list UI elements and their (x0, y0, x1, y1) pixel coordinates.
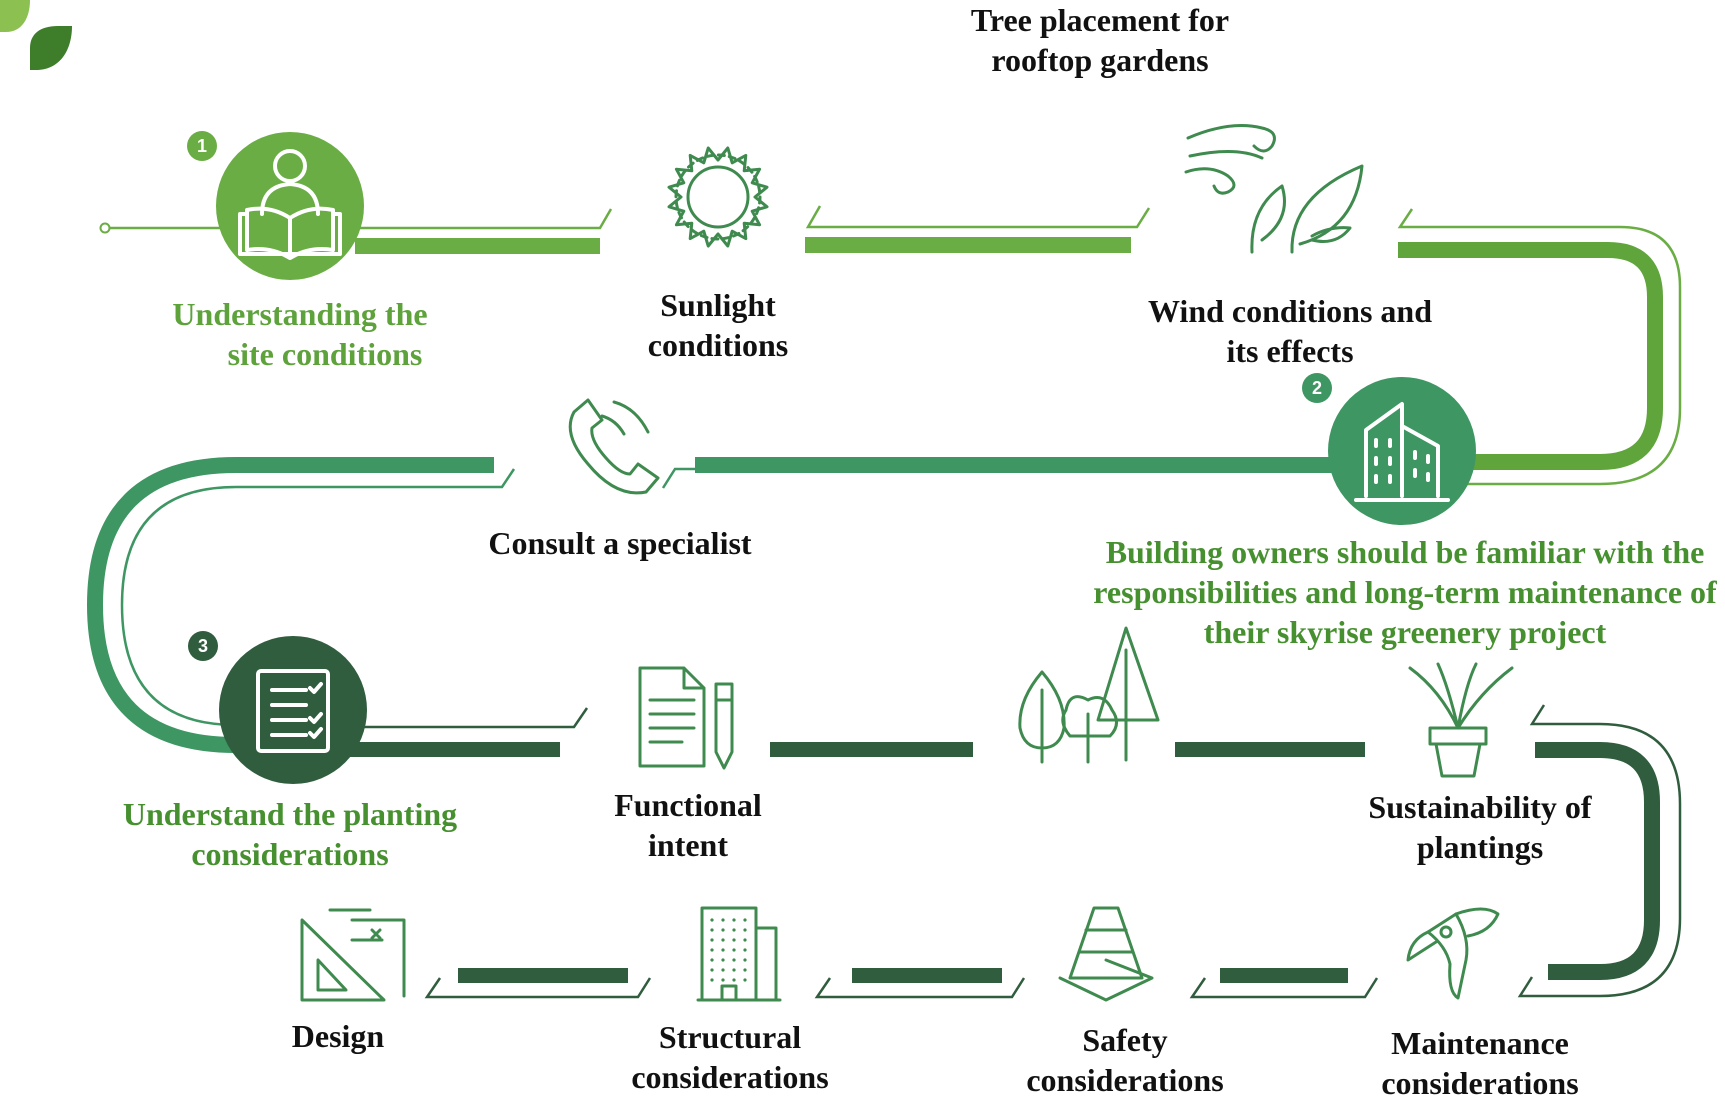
stage3-circle (219, 636, 367, 784)
window-dot (743, 928, 747, 932)
step-sustainability-label: Sustainability of plantings (1340, 787, 1620, 867)
step-design-line1: Design (291, 1018, 385, 1054)
window-dot (710, 918, 714, 922)
window-dot (721, 958, 725, 962)
step-maintenance-line2: considerations (1381, 1065, 1579, 1101)
checklist-icon (256, 669, 330, 753)
window-dot (732, 968, 736, 972)
window-dot (743, 938, 747, 942)
window-dot (743, 948, 747, 952)
row2-connectors (86, 457, 1350, 753)
window-dot (710, 968, 714, 972)
window-dot (732, 978, 736, 982)
building-icon (1354, 402, 1450, 502)
window-dot (710, 938, 714, 942)
step-sunlight-line2: conditions (647, 327, 789, 363)
stage3-label-line2: considerations (191, 836, 389, 872)
window-dot (721, 978, 725, 982)
logo-leaves-icon (0, 0, 72, 70)
drafting-triangle-icon (300, 908, 406, 1002)
step-functional-line2: intent (648, 827, 728, 863)
step-maintenance-line1: Maintenance (1391, 1025, 1569, 1061)
step-structural-line1: Structural (658, 1019, 802, 1055)
step-sustainability-line2: plantings (1416, 829, 1544, 865)
window-dot (743, 918, 747, 922)
row4-connectors (424, 968, 1379, 999)
step-safety-line1: Safety (1082, 1022, 1168, 1058)
stage2-label-line3: their skyrise greenery project (1203, 614, 1607, 650)
wind-leaves-icon (1184, 124, 1364, 254)
window-dot (710, 978, 714, 982)
stage2-label-line2: responsibilities and long-term maintenan… (1093, 574, 1717, 610)
potted-plant-icon (1408, 662, 1514, 778)
stage1-label-line1: Understanding the (172, 296, 428, 332)
window-dot (732, 948, 736, 952)
window-dot (721, 948, 725, 952)
step-structural-label: Structural considerations (615, 1017, 845, 1097)
trees-icon (1018, 626, 1160, 764)
step-wind-label: Wind conditions and its effects (1120, 291, 1460, 371)
stage1-number-badge: 1 (187, 131, 217, 161)
pruning-shears-icon (1406, 907, 1500, 1000)
window-dot (743, 978, 747, 982)
tower-building-icon (696, 906, 782, 1002)
stage1-label-line2: site conditions (227, 336, 423, 372)
window-dot (721, 918, 725, 922)
stage2-circle (1328, 377, 1476, 525)
window-dot (721, 938, 725, 942)
step-wind-line2: its effects (1226, 333, 1354, 369)
stage2-label-line1: Building owners should be familiar with … (1105, 534, 1705, 570)
step-functional-line1: Functional (614, 787, 762, 823)
phone-icon (568, 398, 660, 495)
stage2-number-badge: 2 (1302, 373, 1332, 403)
step-structural-line2: considerations (631, 1059, 829, 1095)
step-safety-line2: considerations (1026, 1062, 1224, 1098)
step-specialist-label: Consult a specialist (460, 523, 780, 563)
stage2-label: Building owners should be familiar with … (1090, 532, 1720, 652)
step-maintenance-label: Maintenance considerations (1365, 1023, 1595, 1103)
step-wind-line1: Wind conditions and (1148, 293, 1432, 329)
step-tree-line2: rooftop gardens (991, 42, 1209, 78)
stage3-number-badge: 3 (188, 631, 218, 661)
window-dot (721, 928, 725, 932)
window-dot (710, 958, 714, 962)
document-pen-icon (638, 666, 734, 770)
window-dot (710, 928, 714, 932)
window-dot (743, 968, 747, 972)
row1-connectors (99, 205, 1682, 486)
stage1-circle (216, 132, 364, 280)
person-reading-icon (238, 149, 342, 260)
stage3-label-line1: Understand the planting (122, 796, 458, 832)
window-dot (721, 968, 725, 972)
step-sustainability-line1: Sustainability of (1368, 789, 1592, 825)
window-dot (743, 958, 747, 962)
row3-connectors (350, 704, 1682, 998)
step-specialist-line1: Consult a specialist (488, 525, 752, 561)
window-dot (732, 918, 736, 922)
window-dot (710, 948, 714, 952)
traffic-cone-icon (1058, 906, 1154, 1002)
window-dot (732, 938, 736, 942)
stage1-label: Understanding the site conditions (150, 294, 450, 374)
step-design-label: Design (268, 1016, 408, 1056)
sun-icon (667, 146, 769, 248)
stage3-label: Understand the planting considerations (115, 794, 465, 874)
step-safety-label: Safety considerations (1010, 1020, 1240, 1100)
window-dot (732, 958, 736, 962)
step-tree-line1: Tree placement for (970, 2, 1230, 38)
step-tree-label: Tree placement for rooftop gardens (940, 0, 1260, 80)
window-dot (732, 928, 736, 932)
step-sunlight-label: Sunlight conditions (618, 285, 818, 365)
step-functional-label: Functional intent (588, 785, 788, 865)
step-sunlight-line1: Sunlight (660, 287, 776, 323)
